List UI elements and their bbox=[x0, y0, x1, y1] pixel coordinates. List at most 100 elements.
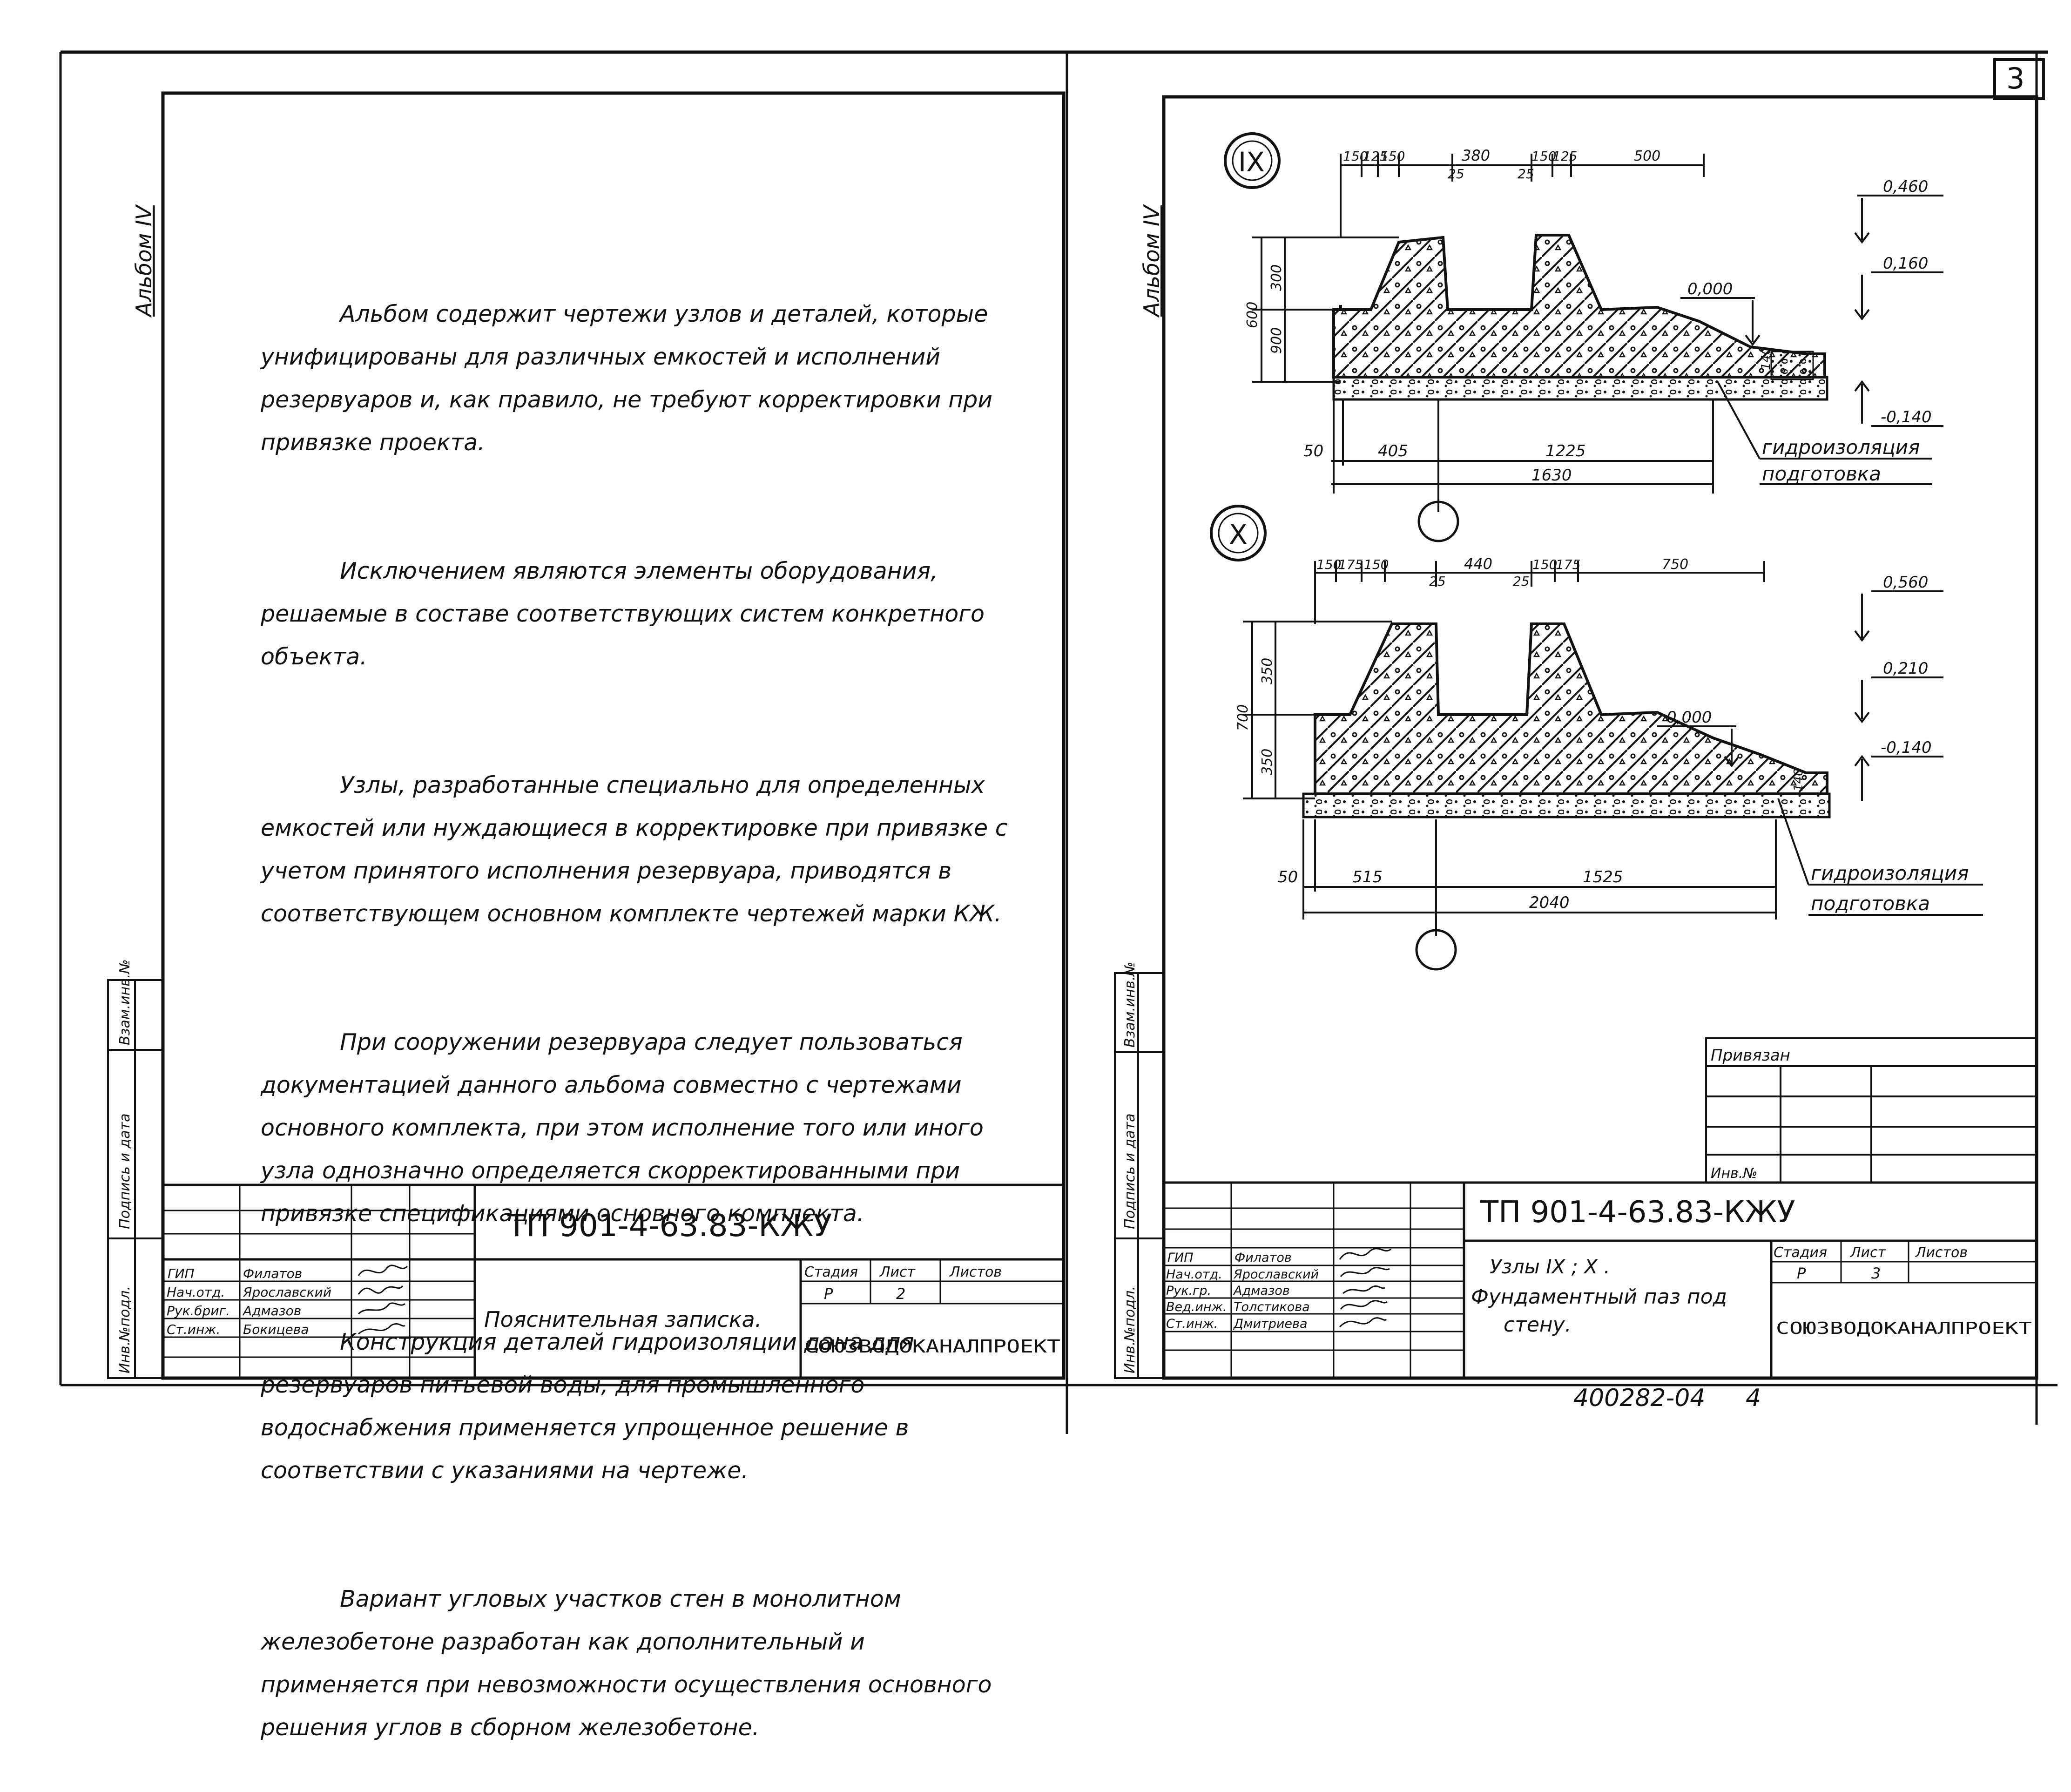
node-ix-level-3: 0,000 bbox=[1687, 280, 1733, 298]
node-ix-axis-marker bbox=[1417, 500, 1459, 542]
node-ix-dim-top-9: 25 bbox=[1518, 166, 1534, 182]
node-x-level-2: 0,210 bbox=[1883, 659, 1928, 678]
node-x-dim-top-1: 150 bbox=[1316, 557, 1341, 572]
right-org: СОЮЗВОДОКАНАЛПРОЕКТ bbox=[1776, 1319, 2032, 1338]
node-x-level-3: 0,000 bbox=[1666, 708, 1712, 727]
node-x-thickness: 140 bbox=[1792, 768, 1806, 791]
node-x-dim-top-8: 25 bbox=[1429, 574, 1446, 589]
right-doc-title-3: стену. bbox=[1504, 1313, 1572, 1337]
left-sheets-header: Листов bbox=[949, 1264, 1002, 1280]
node-x-drawing: X 150 175 150 440 150 175 750 25 25 bbox=[1210, 505, 1983, 971]
node-x-dim-top-5: 150 bbox=[1532, 557, 1557, 572]
node-ix-dim-bottom-2: 405 bbox=[1378, 442, 1408, 460]
left-role-2: Нач.отд. bbox=[167, 1285, 225, 1300]
node-x-dim-top-9: 25 bbox=[1513, 574, 1530, 589]
right-side-label-sign: Подпись и дата bbox=[1122, 1114, 1138, 1230]
left-side-label-inv: Инв.№подл. bbox=[117, 1286, 133, 1373]
right-sheet: 3 bbox=[1871, 1265, 1881, 1282]
node-ix-dim-left-3: 600 bbox=[1244, 302, 1261, 328]
left-sheet-header: Лист bbox=[879, 1264, 916, 1280]
right-signatures bbox=[1339, 1248, 1391, 1328]
right-side-stamp bbox=[1114, 972, 1165, 1379]
paragraph-6: Вариант угловых участков стен в монолитн… bbox=[261, 1586, 999, 1741]
node-x-footing bbox=[1302, 792, 1831, 818]
binding-label: Привязан bbox=[1711, 1046, 1790, 1065]
node-x-dim-bottom-4: 2040 bbox=[1529, 893, 1570, 912]
paragraph-5: Конструкция деталей гидроизоляции дана д… bbox=[261, 1329, 922, 1484]
right-name-4: Толстикова bbox=[1234, 1300, 1310, 1314]
node-ix-dim-top-7: 500 bbox=[1634, 148, 1660, 164]
node-ix-dim-left-1: 300 bbox=[1268, 264, 1285, 291]
paragraph-3: Узлы, разработанные специально для опред… bbox=[261, 772, 1015, 927]
sheet-frame bbox=[59, 50, 2058, 1434]
left-doc-code: ТП 901-4-63.83-КЖУ bbox=[507, 1208, 832, 1244]
node-ix-dim-top-4: 380 bbox=[1462, 147, 1490, 164]
node-x-dim-left-1: 350 bbox=[1259, 658, 1275, 684]
node-ix-note-1: гидроизоляция bbox=[1762, 436, 1920, 459]
node-x-dim-top-4: 440 bbox=[1464, 555, 1492, 573]
right-side-label-inv: Инв.№подл. bbox=[1122, 1286, 1138, 1373]
node-ix-level-4: -0,140 bbox=[1881, 408, 1932, 426]
right-name-2: Ярославский bbox=[1233, 1267, 1319, 1282]
left-signatures bbox=[358, 1265, 408, 1335]
left-name-4: Бокицева bbox=[243, 1322, 309, 1337]
left-name-1: Филатов bbox=[243, 1266, 302, 1281]
node-x-dim-top-2: 175 bbox=[1338, 557, 1363, 572]
node-ix-dim-left-2: 900 bbox=[1268, 327, 1285, 354]
paragraph-1: Альбом содержит чертежи узлов и деталей,… bbox=[261, 301, 1000, 456]
left-title-block bbox=[163, 1183, 1064, 1378]
node-x-dim-top-7: 750 bbox=[1662, 556, 1688, 573]
right-doc-title-1: Узлы IX ; X . bbox=[1490, 1255, 1610, 1278]
footer-code: 400282-04 bbox=[1573, 1384, 1705, 1412]
node-ix-level-1: 0,460 bbox=[1883, 177, 1928, 196]
right-title-block bbox=[1164, 1181, 2037, 1378]
right-role-2: Нач.отд. bbox=[1166, 1267, 1222, 1282]
node-x-level-4: -0,140 bbox=[1881, 738, 1932, 757]
left-stage: Р bbox=[824, 1285, 833, 1303]
node-ix-dim-top-5: 150 bbox=[1531, 149, 1556, 164]
left-sheet: 2 bbox=[896, 1285, 905, 1303]
node-x-dim-left-3: 350 bbox=[1259, 749, 1275, 775]
album-label-left: Альбом IV bbox=[131, 204, 156, 318]
right-role-5: Ст.инж. bbox=[1166, 1317, 1218, 1331]
left-name-2: Ярославский bbox=[243, 1285, 331, 1300]
right-name-5: Дмитриева bbox=[1233, 1317, 1308, 1331]
right-role-1: ГИП bbox=[1167, 1251, 1194, 1265]
node-ix-dim-bottom-1: 50 bbox=[1303, 442, 1323, 460]
footer-num: 4 bbox=[1746, 1384, 1761, 1412]
node-ix-dim-bottom-4: 1630 bbox=[1531, 466, 1572, 485]
right-sheet-header: Лист bbox=[1850, 1244, 1887, 1261]
paragraph-2: Исключением являются элементы оборудован… bbox=[261, 558, 992, 670]
node-x-dim-top-6: 175 bbox=[1556, 557, 1580, 572]
node-x-marker bbox=[1210, 505, 1267, 561]
node-x-dim-bottom-3: 1525 bbox=[1583, 868, 1623, 886]
node-x-dim-left-2: 700 bbox=[1235, 704, 1251, 731]
paragraph-4: При сооружении резервуара следует пользо… bbox=[261, 1029, 991, 1227]
left-side-stamp bbox=[107, 979, 164, 1379]
node-x-note-1: гидроизоляция bbox=[1811, 862, 1969, 885]
right-side-label-repl: Взам.инв.№ bbox=[1122, 961, 1138, 1048]
explanatory-note-text: Альбом содержит чертежи узлов и деталей,… bbox=[261, 207, 1024, 1792]
left-name-3: Адмазов bbox=[242, 1303, 301, 1319]
node-ix-concrete bbox=[1332, 234, 1826, 379]
node-ix-dim-top-2: 125 bbox=[1363, 149, 1388, 164]
left-role-4: Ст.инж. bbox=[167, 1322, 220, 1337]
node-x-label: X bbox=[1229, 519, 1248, 550]
node-ix-marker bbox=[1224, 132, 1281, 189]
left-side-label-sign: Подпись и дата bbox=[117, 1114, 133, 1230]
node-x-dim-bottom-1: 50 bbox=[1278, 868, 1298, 886]
left-org: СОЮЗВОДОКАНАЛПРОЕКТ bbox=[804, 1336, 1060, 1357]
right-stage-header: Стадия bbox=[1774, 1244, 1827, 1261]
right-stage: Р bbox=[1797, 1265, 1806, 1282]
right-name-3: Адмазов bbox=[1233, 1284, 1290, 1298]
node-x-note-2: подготовка bbox=[1811, 892, 1930, 915]
node-ix-thickness: 140 bbox=[1759, 347, 1773, 370]
node-ix-dim-top-3: 150 bbox=[1380, 149, 1405, 164]
inv-label: Инв.№ bbox=[1711, 1165, 1757, 1182]
node-x-level-1: 0,560 bbox=[1883, 573, 1928, 592]
right-sheets-header: Листов bbox=[1915, 1244, 1968, 1261]
node-ix-note-2: подготовка bbox=[1762, 462, 1881, 485]
node-x-dim-top-3: 150 bbox=[1364, 557, 1389, 572]
album-label-right: Альбом IV bbox=[1139, 204, 1164, 318]
left-doc-title: Пояснительная записка. bbox=[484, 1307, 762, 1332]
